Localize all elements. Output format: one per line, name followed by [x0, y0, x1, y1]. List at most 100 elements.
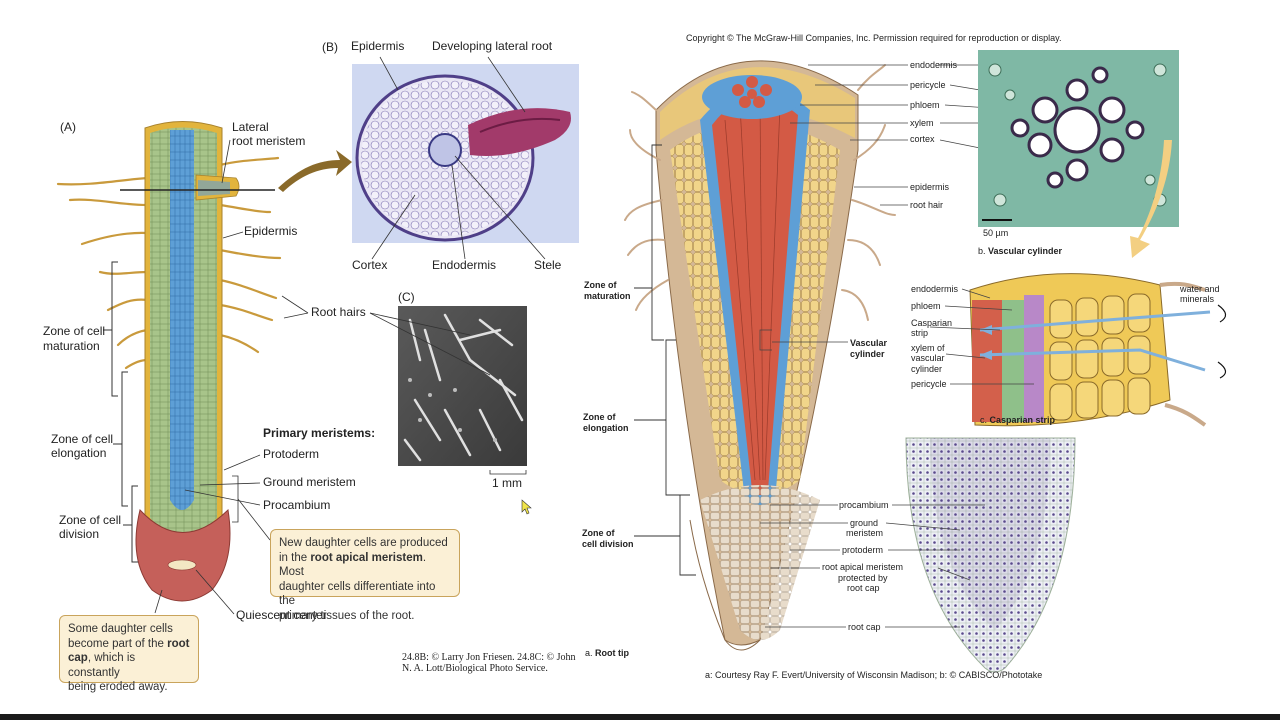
label-root-hairs: Root hairs: [311, 305, 366, 319]
label-vascular-cylinder-2: cylinder: [850, 349, 885, 359]
label-c-phloem: phloem: [911, 301, 941, 311]
label-root-apical-meristem-2: protected by: [838, 573, 888, 583]
bottom-bar: [0, 714, 1280, 720]
label-c-xylem-3: cylinder: [911, 364, 943, 374]
label-lateral-root-meristem-1: Lateral: [232, 120, 269, 134]
label-protoderm: Protoderm: [263, 447, 320, 461]
label-pericycle: pericycle: [910, 80, 946, 90]
cross-section-b: [352, 64, 579, 243]
label-zone-elongation-1: Zone of cell: [51, 432, 114, 446]
label-procambium: Procambium: [263, 498, 331, 512]
figure-label-b: (B): [322, 40, 338, 54]
root-tip-3d: [624, 60, 896, 651]
label-zone-elongation-2: elongation: [51, 446, 107, 460]
caption-b: b. Vascular cylinder: [978, 246, 1062, 257]
callout-root-cap: Some daughter cells become part of the r…: [59, 615, 199, 693]
label-zone-maturation-2: maturation: [43, 339, 100, 353]
label-c-xylem-1: xylem of: [911, 343, 945, 353]
label-zone-elongation-r-1: Zone of: [583, 412, 616, 422]
label-ground-meristem: Ground meristem: [263, 475, 356, 489]
root-hairs: [56, 156, 282, 370]
label-c-casparian-1: Casparian: [911, 318, 953, 328]
callout-cap-line-3: cap, which is constantly: [68, 651, 190, 680]
caption-b-title: Vascular cylinder: [988, 246, 1063, 256]
label-epidermis: epidermis: [910, 182, 950, 192]
callout-apical-text-end: . Most: [279, 551, 427, 579]
callout-apical-meristem: New daughter cells are produced in the r…: [270, 529, 460, 622]
label-lateral-root-meristem-2: root meristem: [232, 134, 306, 148]
label-procambium-r: procambium: [839, 500, 889, 510]
label-b-epidermis: Epidermis: [351, 39, 405, 53]
label-zone-division-r-2: cell division: [582, 539, 634, 549]
label-quiescent-center: Quiescent center: [236, 608, 327, 622]
label-b-cortex: Cortex: [352, 258, 388, 272]
arrow-b-to-c: [1130, 140, 1172, 258]
label-zone-maturation-r-2: maturation: [584, 291, 631, 301]
callout-apical-term: root apical meristem: [310, 551, 423, 564]
label-c-xylem-2: vascular: [911, 353, 945, 363]
callout-cap-line-2: become part of the root: [68, 637, 190, 652]
caption-c-prefix: c.: [980, 415, 990, 425]
callout-apical-line-1: New daughter cells are produced: [279, 537, 448, 549]
label-root-apical-meristem-1: root apical meristem: [822, 562, 904, 572]
label-zone-division-1: Zone of cell: [59, 513, 122, 527]
arrow-to-b: [278, 150, 352, 192]
label-primary-meristems: Primary meristems:: [263, 426, 376, 440]
caption-a-prefix: a.: [585, 648, 596, 658]
label-zone-maturation-r-1: Zone of: [584, 280, 617, 290]
figure-label-c: (C): [398, 290, 415, 304]
callout-apical-line-4: primary tissues of the root.: [279, 609, 415, 622]
callout-cap-line-1: Some daughter cells: [68, 623, 173, 635]
credit-left-2: N. A. Lott/Biological Photo Service.: [402, 663, 548, 674]
sem-image-c: [398, 306, 527, 466]
label-b-stele: Stele: [534, 258, 562, 272]
caption-b-prefix: b.: [978, 246, 989, 256]
label-scale-c: 1 mm: [492, 476, 522, 490]
label-ground-meristem-r-1: ground: [850, 518, 879, 528]
callout-apical-line-2: in the root apical meristem. Most: [279, 551, 451, 580]
label-root-apical-meristem-3: root cap: [847, 583, 880, 593]
casparian-diagram: [969, 273, 1227, 427]
label-zone-division-r-1: Zone of: [582, 528, 615, 538]
callout-apical-line-3: daughter cells differentiate into the: [279, 580, 436, 608]
label-b-endodermis: Endodermis: [432, 258, 497, 272]
label-endodermis: endodermis: [910, 60, 958, 70]
label-b-developing-lateral-root: Developing lateral root: [432, 39, 553, 53]
label-zone-elongation-r-2: elongation: [583, 423, 629, 433]
credits-right: a: Courtesy Ray F. Evert/University of W…: [705, 670, 1043, 680]
label-xylem: xylem: [910, 118, 934, 128]
callout-cap-term-2: cap: [68, 652, 88, 664]
caption-c-title: Casparian strip: [989, 415, 1056, 425]
label-scale-b: 50 µm: [983, 228, 1009, 238]
micrograph-b: [978, 50, 1179, 227]
label-c-endodermis: endodermis: [911, 284, 959, 294]
label-water-minerals-1: water and: [1180, 284, 1220, 294]
label-vascular-cylinder-1: Vascular: [850, 338, 888, 348]
label-cortex: cortex: [910, 134, 935, 144]
label-root-hair: root hair: [910, 200, 944, 210]
label-c-pericycle: pericycle: [911, 379, 947, 389]
caption-a-title: Root tip: [595, 648, 630, 658]
label-zone-maturation-1: Zone of cell: [43, 324, 106, 338]
mouse-cursor-icon: [521, 499, 532, 515]
root-diagram-a: [120, 121, 275, 602]
callout-cap-text: become part of the: [68, 637, 168, 650]
label-epidermis-a: Epidermis: [244, 224, 298, 238]
copyright-notice: Copyright © The McGraw-Hill Companies, I…: [686, 33, 1062, 43]
credit-left-1: 24.8B: © Larry Jon Friesen. 24.8C: © Joh…: [402, 652, 576, 663]
label-water-minerals-2: minerals: [1180, 294, 1215, 304]
label-ground-meristem-r-2: meristem: [846, 528, 884, 538]
label-c-casparian-2: strip: [911, 328, 929, 338]
label-root-cap-r: root cap: [848, 622, 881, 632]
label-phloem: phloem: [910, 100, 940, 110]
callout-apical-text: in the: [279, 551, 311, 564]
label-zone-division-2: division: [59, 527, 100, 541]
caption-c: c. Casparian strip: [980, 415, 1055, 426]
caption-a: a. Root tip: [585, 648, 629, 659]
figure-label-a: (A): [60, 120, 76, 134]
callout-cap-line-4: being eroded away.: [68, 681, 168, 693]
micrograph-root-cap: [905, 437, 1076, 673]
callout-cap-text-2: , which is constantly: [68, 652, 136, 679]
label-protoderm-r: protoderm: [842, 545, 884, 555]
